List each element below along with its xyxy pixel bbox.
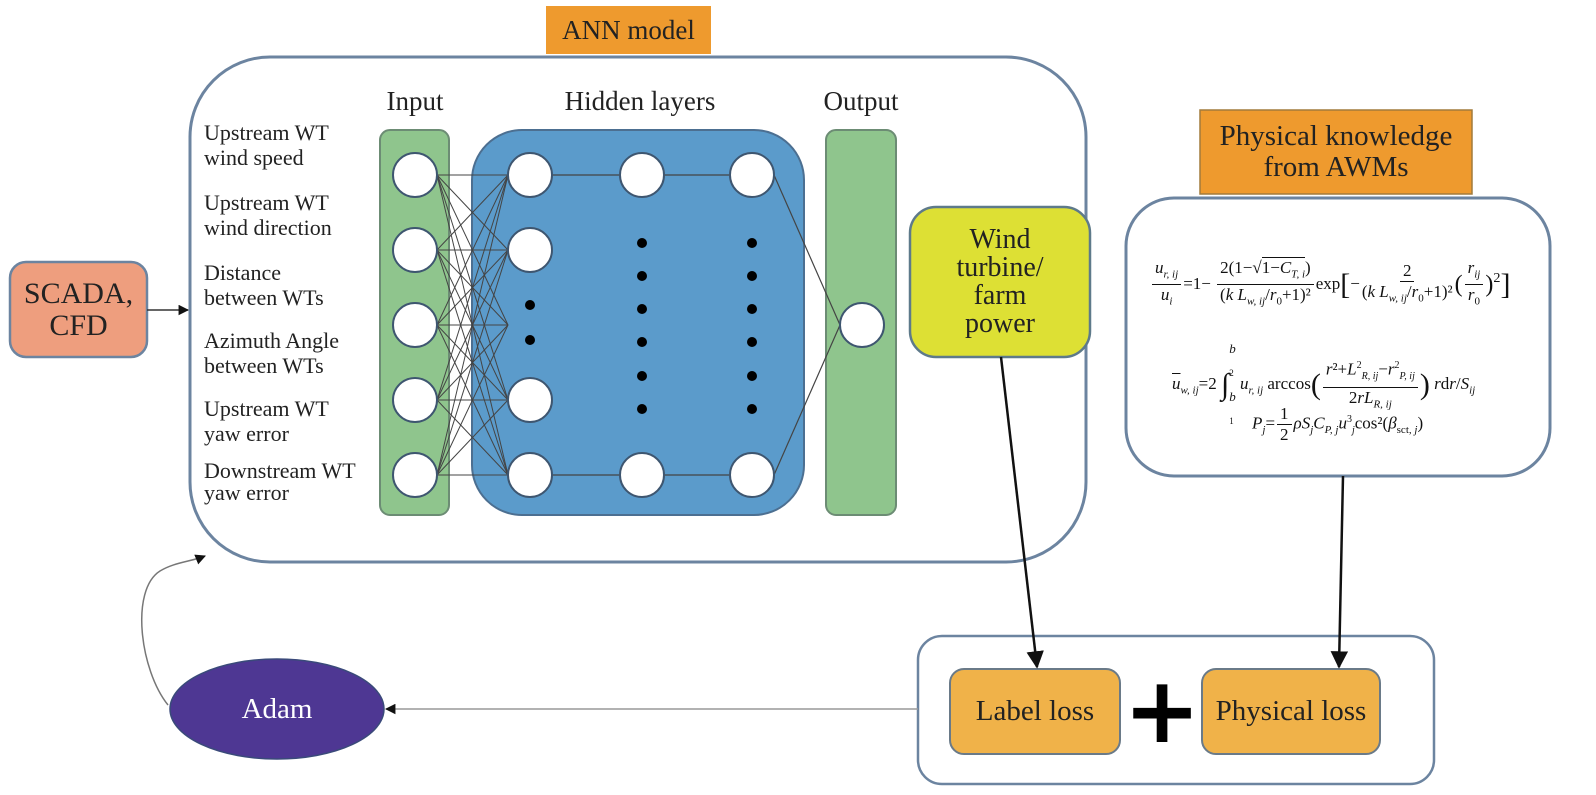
input-node	[392, 152, 438, 198]
ellipsis-dot	[525, 335, 535, 345]
feature-line: Distance	[204, 260, 281, 285]
ellipsis-dot	[747, 371, 757, 381]
feature-line: yaw error	[204, 421, 289, 446]
wind-power-box	[908, 205, 1092, 359]
adam-to-ann-arrow	[141, 554, 206, 706]
network-nodes	[392, 152, 885, 498]
scada-label-line: CFD	[49, 308, 108, 342]
connection-line	[436, 174, 509, 251]
feature-line: Azimuth Angle	[204, 328, 340, 353]
hidden-node	[507, 377, 553, 423]
ellipsis-dot	[637, 371, 647, 381]
feature-line: wind speed	[204, 145, 304, 170]
feature-upstream-wind-speed: Upstream WT wind speed	[204, 120, 379, 190]
ellipsis-dot	[747, 271, 757, 281]
label-loss-box	[949, 668, 1121, 755]
wind-power-line: turbine/	[956, 252, 1044, 283]
ellipsis-dot	[637, 271, 647, 281]
physics-title-line: from AWMs	[1263, 151, 1409, 183]
connection-line	[436, 174, 509, 401]
feature-line: Upstream WT	[204, 120, 329, 145]
feature-line: wind direction	[204, 215, 332, 240]
label-loss-text: Label loss	[975, 695, 1095, 727]
power-to-label-loss-arrow	[999, 356, 1044, 669]
input-node	[392, 227, 438, 273]
physics-title-line: Physical knowledge	[1219, 120, 1453, 152]
physics-equations-container	[1124, 196, 1552, 478]
adam-label: Adam	[241, 692, 313, 725]
plus-sign: +	[1123, 656, 1201, 764]
ellipsis-dot	[747, 304, 757, 314]
feature-line: Upstream WT	[204, 190, 329, 215]
ellipsis-dot	[637, 404, 647, 414]
feature-distance: Distance between WTs	[204, 260, 379, 328]
connection-line	[436, 399, 509, 476]
feature-line: Upstream WT	[204, 396, 329, 421]
output-layer-label: Output	[823, 85, 899, 116]
hidden-node	[507, 152, 553, 198]
wind-power-line: Wind	[969, 224, 1031, 255]
scada-cfd-label: SCADA, CFD	[10, 262, 147, 357]
hidden-node	[507, 227, 553, 273]
scada-label-line: SCADA,	[23, 276, 134, 310]
connection-line	[773, 174, 841, 326]
hidden-node	[619, 452, 665, 498]
adam-optimizer-node	[169, 658, 385, 760]
ellipsis-dot	[747, 238, 757, 248]
feature-line: between WTs	[204, 353, 324, 378]
connection-line	[436, 174, 509, 326]
feature-downstream-yaw-error: Downstream WT yaw error	[204, 460, 379, 504]
wind-power-line: farm	[973, 280, 1027, 311]
connection-line	[436, 174, 509, 476]
network-connections	[436, 174, 841, 476]
physics-to-physical-loss-arrow	[1330, 475, 1349, 669]
output-node	[839, 302, 885, 348]
physical-loss-box	[1201, 668, 1381, 755]
feature-upstream-yaw-error: Upstream WT yaw error	[204, 396, 379, 460]
physics-knowledge-tag	[1199, 109, 1473, 195]
feature-line: between WTs	[204, 285, 324, 310]
wind-power-label: Wind turbine/ farm power	[910, 207, 1090, 357]
hidden-node	[729, 152, 775, 198]
ellipsis-dot	[637, 337, 647, 347]
hidden-node	[507, 452, 553, 498]
wind-power-line: power	[965, 308, 1035, 339]
input-layer-label: Input	[386, 85, 444, 116]
feature-line: Downstream WT	[204, 458, 356, 483]
ellipsis-dot	[747, 337, 757, 347]
physics-knowledge-title: Physical knowledge from AWMs	[1200, 110, 1472, 194]
input-node	[392, 377, 438, 423]
feature-upstream-wind-direction: Upstream WT wind direction	[204, 190, 379, 260]
input-feature-list: Upstream WT wind speed Upstream WT wind …	[204, 120, 379, 504]
input-node	[392, 302, 438, 348]
physical-loss-text: Physical loss	[1215, 695, 1367, 727]
input-node	[392, 452, 438, 498]
ann-model-tag	[546, 6, 711, 54]
ann-model-title: ANN model	[562, 14, 695, 45]
connection-line	[773, 324, 841, 476]
connection-line	[436, 324, 509, 476]
feature-azimuth-angle: Azimuth Angle between WTs	[204, 328, 379, 396]
ellipsis-dot	[637, 238, 647, 248]
hidden-layers-label: Hidden layers	[564, 85, 716, 116]
connection-line	[436, 249, 509, 476]
ellipsis-dot	[637, 304, 647, 314]
hidden-node	[729, 452, 775, 498]
hidden-node	[619, 152, 665, 198]
ellipsis-dot	[747, 404, 757, 414]
ellipsis-dot	[525, 300, 535, 310]
feature-line: yaw error	[204, 480, 289, 505]
